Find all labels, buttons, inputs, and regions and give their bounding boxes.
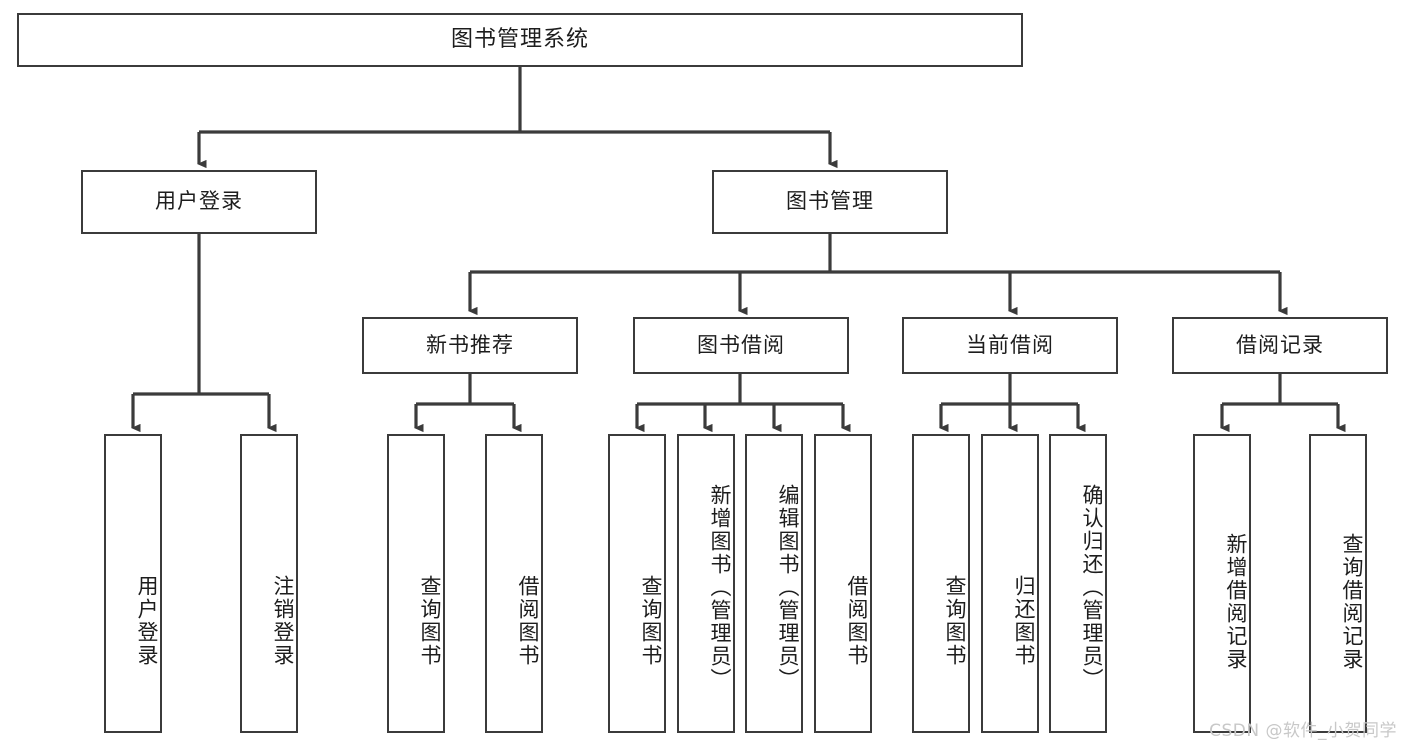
node-leaf-confirm-return[interactable]: 确认归还（管理员） — [1049, 434, 1107, 733]
node-book-borrow[interactable]: 图书借阅 — [633, 317, 849, 374]
node-user-login-label: 用户登录 — [155, 189, 243, 214]
node-leaf-query-record[interactable]: 查询借阅记录 — [1309, 434, 1367, 733]
node-book-manage[interactable]: 图书管理 — [712, 170, 948, 234]
node-leaf-return-book[interactable]: 归还图书 — [981, 434, 1039, 733]
node-borrow-record-label: 借阅记录 — [1236, 332, 1324, 357]
node-leaf-borrow-book-2-label: 借阅图书 — [845, 574, 869, 667]
node-leaf-add-book-label: 新增图书（管理员） — [708, 484, 732, 691]
node-leaf-edit-book-label: 编辑图书（管理员） — [776, 484, 800, 691]
node-leaf-borrow-book-2[interactable]: 借阅图书 — [814, 434, 872, 733]
node-leaf-logout[interactable]: 注销登录 — [240, 434, 298, 733]
node-leaf-query-book-1-label: 查询图书 — [418, 574, 442, 667]
node-leaf-query-book-2[interactable]: 查询图书 — [608, 434, 666, 733]
node-leaf-query-book-3[interactable]: 查询图书 — [912, 434, 970, 733]
node-leaf-confirm-return-label: 确认归还（管理员） — [1080, 484, 1104, 691]
node-user-login[interactable]: 用户登录 — [81, 170, 317, 234]
node-leaf-borrow-book-1-label: 借阅图书 — [516, 574, 540, 667]
node-new-book-recommendation-label: 新书推荐 — [426, 332, 514, 357]
node-root[interactable]: 图书管理系统 — [17, 13, 1023, 67]
node-leaf-edit-book[interactable]: 编辑图书（管理员） — [745, 434, 803, 733]
node-leaf-add-record-label: 新增借阅记录 — [1224, 532, 1248, 671]
node-leaf-borrow-book-1[interactable]: 借阅图书 — [485, 434, 543, 733]
node-book-borrow-label: 图书借阅 — [697, 332, 785, 357]
node-root-label: 图书管理系统 — [450, 26, 589, 52]
node-new-book-recommendation[interactable]: 新书推荐 — [362, 317, 578, 374]
node-leaf-query-record-label: 查询借阅记录 — [1340, 532, 1364, 671]
node-leaf-query-book-1[interactable]: 查询图书 — [387, 434, 445, 733]
node-leaf-query-book-3-label: 查询图书 — [943, 574, 967, 667]
node-book-manage-label: 图书管理 — [786, 189, 874, 214]
node-current-borrow-label: 当前借阅 — [966, 332, 1054, 357]
node-leaf-query-book-2-label: 查询图书 — [639, 574, 663, 667]
node-leaf-user-login-label: 用户登录 — [135, 574, 159, 667]
node-leaf-add-book[interactable]: 新增图书（管理员） — [677, 434, 735, 733]
csdn-watermark: CSDN @软件_小贺同学 — [1209, 721, 1397, 741]
node-leaf-user-login[interactable]: 用户登录 — [104, 434, 162, 733]
node-leaf-logout-label: 注销登录 — [271, 574, 295, 667]
node-current-borrow[interactable]: 当前借阅 — [902, 317, 1118, 374]
node-leaf-return-book-label: 归还图书 — [1012, 574, 1036, 667]
node-borrow-record[interactable]: 借阅记录 — [1172, 317, 1388, 374]
node-leaf-add-record[interactable]: 新增借阅记录 — [1193, 434, 1251, 733]
